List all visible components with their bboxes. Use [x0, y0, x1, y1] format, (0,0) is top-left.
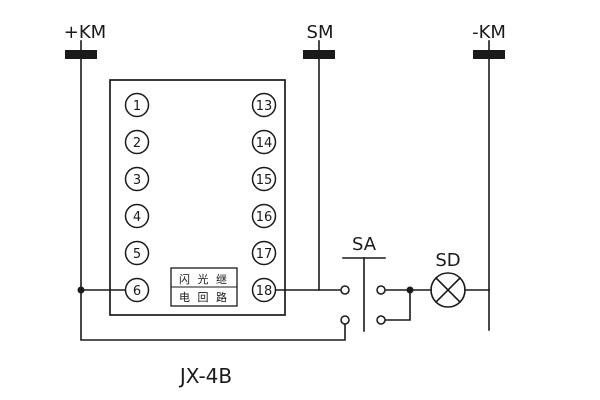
relay-pin-15: 15	[251, 166, 277, 192]
pin-17-circle	[251, 240, 277, 266]
pin-1-circle	[124, 92, 150, 118]
pin-5-number: 5	[133, 247, 141, 262]
pin-16-number: 16	[256, 210, 273, 225]
relay-function-text-line1: 闪 光 继	[179, 272, 229, 286]
wire-plus-km-feed	[80, 58, 346, 341]
junction-dot-lamp	[406, 286, 414, 294]
relay-outline	[109, 79, 286, 316]
terminal-minus-km: -KM	[472, 22, 506, 59]
switch-contact-lower-right	[376, 315, 386, 325]
pin-18-circle	[251, 277, 277, 303]
pin-4-number: 4	[133, 210, 141, 225]
pin-5-circle	[124, 240, 150, 266]
pin-6-number: 6	[133, 284, 141, 299]
pin-4-circle	[124, 203, 150, 229]
pin-15-circle	[251, 166, 277, 192]
pin-16-circle	[251, 203, 277, 229]
relay-function-box: 闪 光 继 电 回 路	[170, 267, 238, 307]
pin-13-circle	[251, 92, 277, 118]
relay-model-label: JX-4B	[178, 364, 232, 388]
control-switch-sa-label: SA	[352, 234, 377, 255]
relay-pin-16: 16	[251, 203, 277, 229]
terminal-sm-label: SM	[307, 22, 334, 43]
pin-18-number: 18	[256, 284, 273, 299]
relay-pin-2: 2	[124, 129, 150, 155]
relay-pin-6: 6	[124, 277, 150, 303]
switch-contact-upper-left	[340, 285, 350, 295]
relay-pin-4: 4	[124, 203, 150, 229]
control-switch-sa: SA	[340, 234, 386, 332]
relay-pin-5: 5	[124, 240, 150, 266]
relay-pin-18: 18	[251, 277, 277, 303]
pin-14-circle	[251, 129, 277, 155]
relay-pin-14: 14	[251, 129, 277, 155]
terminal-minus-km-label: -KM	[472, 22, 506, 43]
pin-2-circle	[124, 129, 150, 155]
relay-pin-3: 3	[124, 166, 150, 192]
pin-1-number: 1	[133, 99, 141, 114]
relay-pin-13: 13	[251, 92, 277, 118]
lamp-cross-line-2	[434, 276, 462, 304]
relay-pin-1: 1	[124, 92, 150, 118]
pin-15-number: 15	[256, 173, 273, 188]
wire-switch-lower-to-junction	[384, 289, 411, 321]
signal-lamp-sd: SD	[430, 250, 466, 308]
terminal-sm: SM	[303, 22, 335, 59]
lamp-circle	[430, 272, 466, 308]
pin-2-number: 2	[133, 136, 141, 151]
junction-dot-plus-km	[77, 286, 85, 294]
terminal-minus-km-bar	[473, 50, 505, 59]
relay-pin-17: 17	[251, 240, 277, 266]
relay-function-text-line2: 电 回 路	[179, 291, 229, 304]
pin-3-circle	[124, 166, 150, 192]
pin-14-number: 14	[256, 136, 273, 151]
pin-6-circle	[124, 277, 150, 303]
terminal-plus-km-bar	[65, 50, 97, 59]
switch-contact-lower-left	[340, 315, 350, 325]
terminal-plus-km: +KM	[64, 22, 106, 59]
pin-3-number: 3	[133, 173, 141, 188]
terminal-plus-km-label: +KM	[64, 22, 106, 43]
switch-contact-upper-right	[376, 285, 386, 295]
terminal-sm-bar	[303, 50, 335, 59]
signal-lamp-sd-label: SD	[435, 250, 460, 271]
pin-13-number: 13	[256, 99, 273, 114]
pin-17-number: 17	[256, 247, 273, 262]
